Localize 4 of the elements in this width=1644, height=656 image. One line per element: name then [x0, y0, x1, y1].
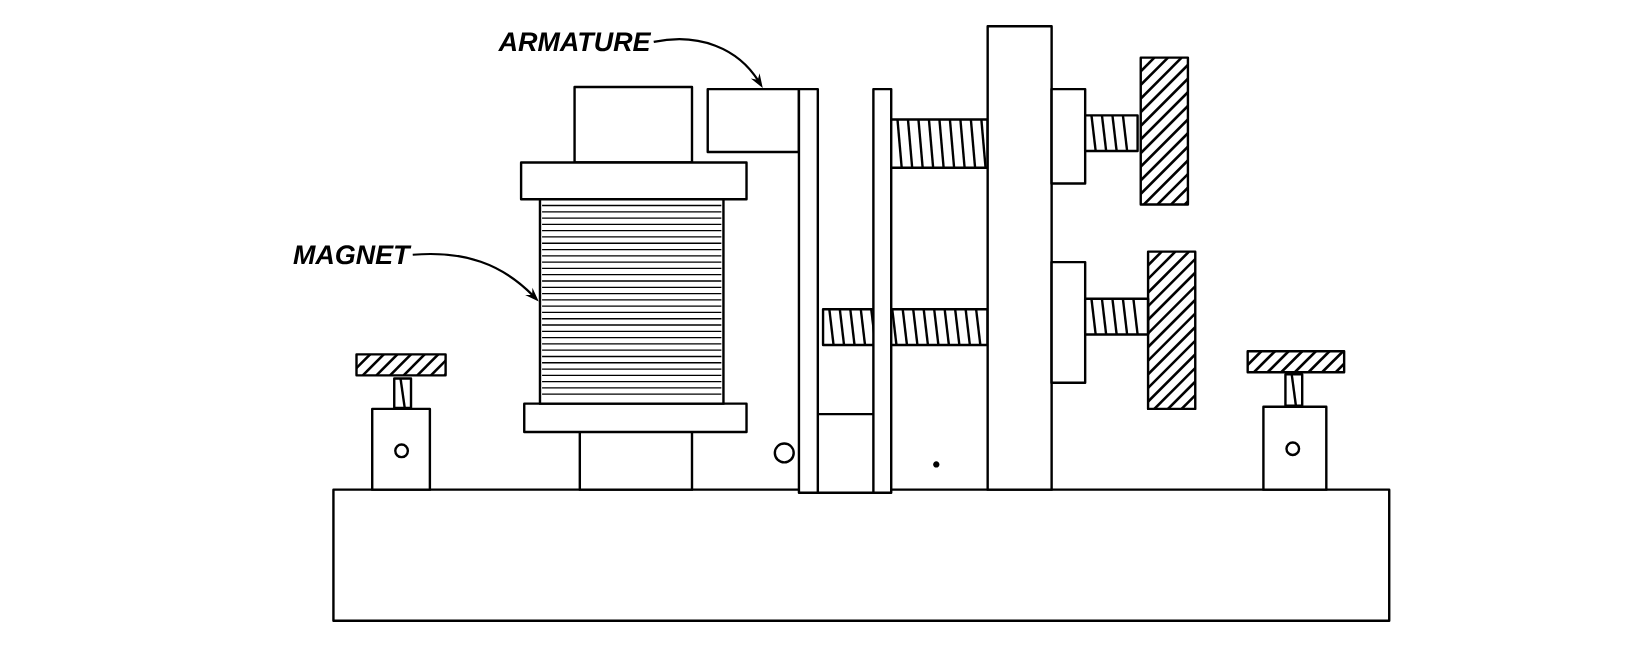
magnet-coil [519, 161, 748, 433]
label-text: ARMATURE [498, 32, 652, 52]
label-text: MAGNET [293, 245, 412, 265]
armature [706, 87, 820, 494]
